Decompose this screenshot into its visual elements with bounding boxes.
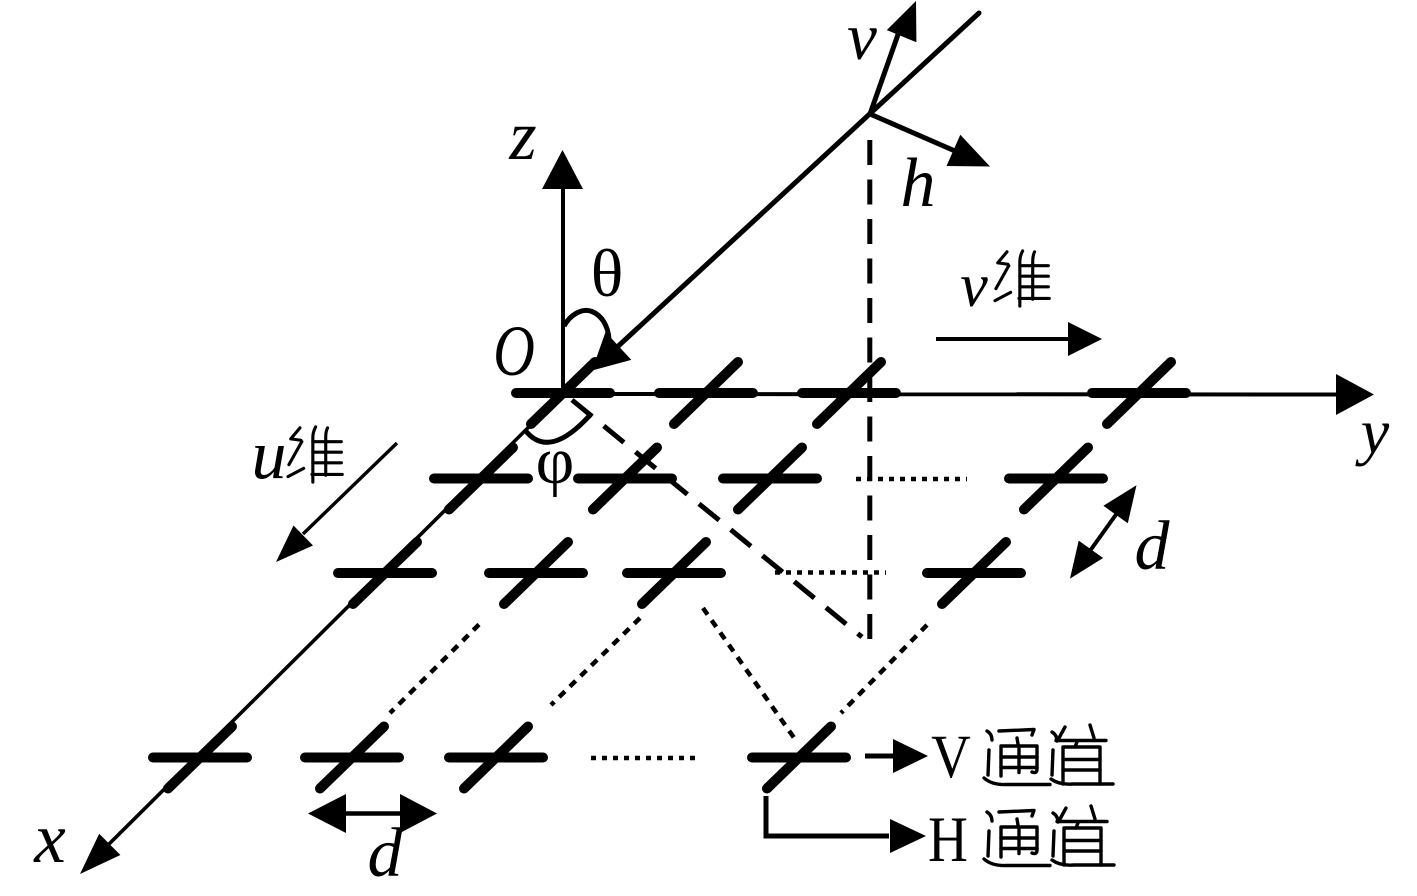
svg-text:x: x xyxy=(33,800,66,878)
svg-text:d: d xyxy=(1135,508,1171,585)
svg-text:z: z xyxy=(508,98,536,175)
svg-text:θ: θ xyxy=(591,235,624,311)
svg-text:φ: φ xyxy=(536,424,575,498)
svg-text:u: u xyxy=(252,417,287,494)
svg-text:y: y xyxy=(1355,396,1390,467)
svg-text:V: V xyxy=(931,722,971,790)
svg-text:O: O xyxy=(493,312,535,392)
svg-text:v: v xyxy=(960,252,988,320)
svg-text:d: d xyxy=(368,815,404,892)
svg-text:H: H xyxy=(928,804,968,876)
svg-text:h: h xyxy=(901,145,936,222)
svg-text:v: v xyxy=(847,0,877,74)
